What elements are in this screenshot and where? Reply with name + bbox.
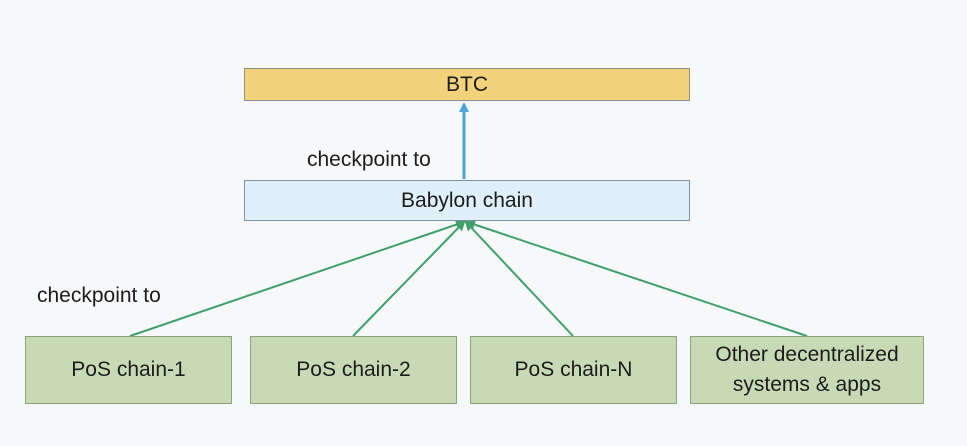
pos-chain-1-arrow: [129, 219, 466, 337]
other-systems-arrow: [465, 219, 808, 337]
btc-node: BTC: [244, 68, 690, 101]
checkpoint-to-btc-label: checkpoint to: [307, 148, 431, 171]
pos-chain-n-arrow: [464, 220, 574, 337]
pos-chain-n-node: PoS chain-N: [470, 336, 677, 404]
checkpoint-to-babylon-label: checkpoint to: [37, 284, 161, 307]
pos-chain-1-node: PoS chain-1: [25, 336, 232, 404]
other-decentralized-systems-node: Other decentralized systems & apps: [690, 336, 924, 404]
pos-chain-2-node: PoS chain-2: [250, 336, 457, 404]
babylon-chain-node: Babylon chain: [244, 180, 690, 221]
pos-chain-2-arrow: [352, 220, 466, 337]
